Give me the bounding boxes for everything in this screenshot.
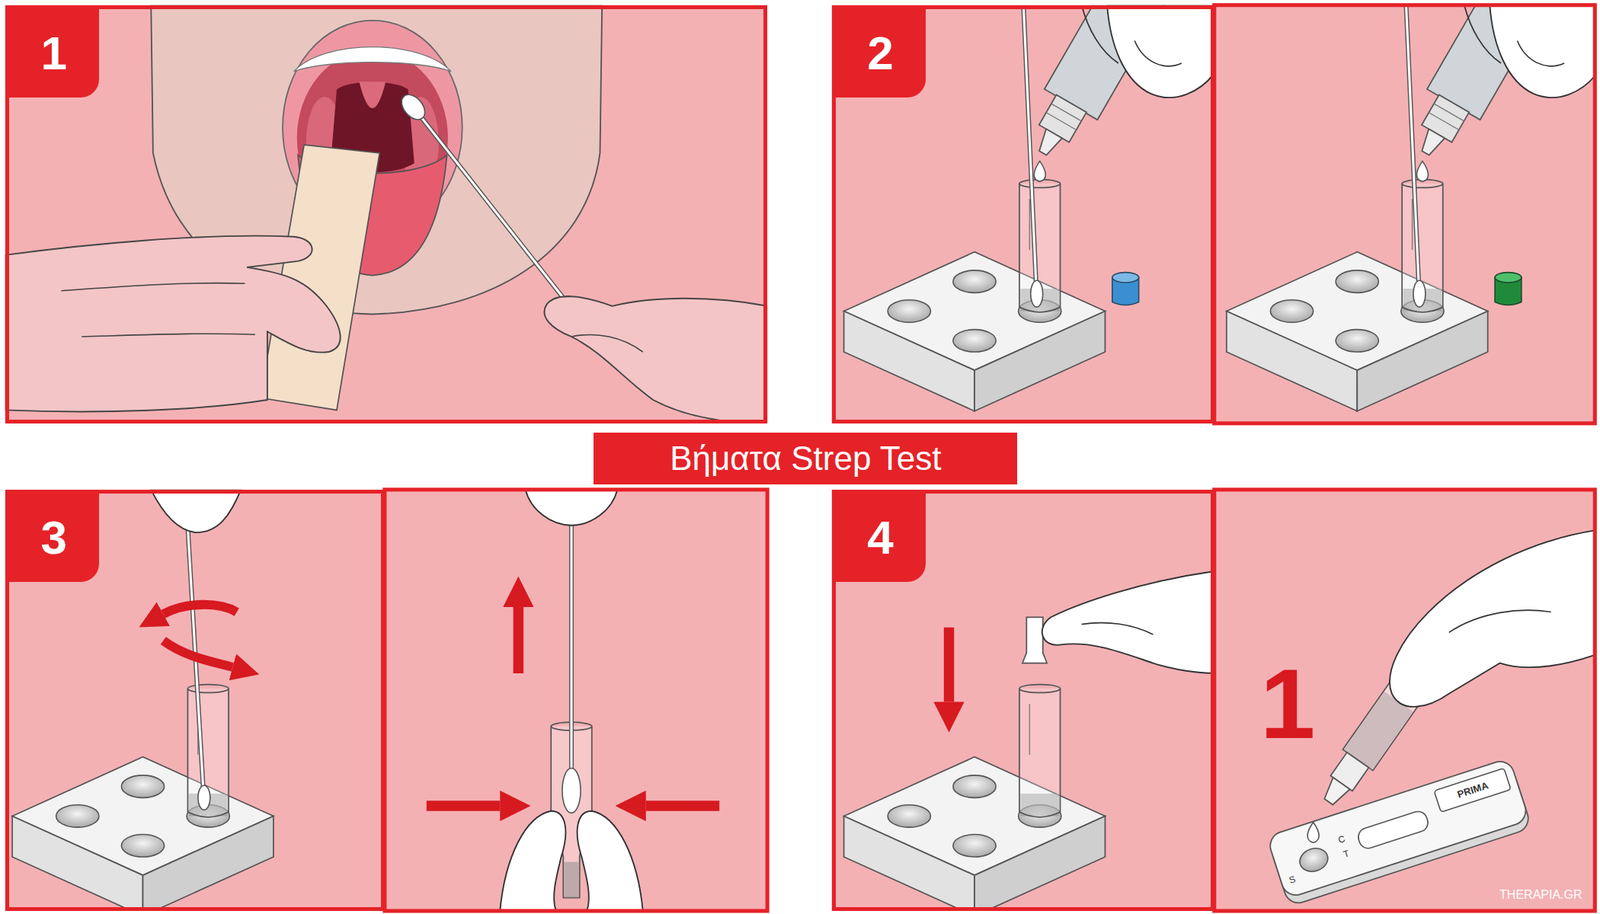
- watermark: THERAPIA.GR: [1499, 889, 1582, 902]
- step-callout-number: 1: [1260, 654, 1316, 754]
- test-cassette-figure: [1266, 530, 1595, 907]
- step-number: 4: [835, 493, 926, 583]
- title-band: Βήματα Strep Test: [593, 432, 1018, 485]
- reagent-drop-figure: [1226, 5, 1595, 412]
- panel-grounds: [5, 5, 1596, 912]
- step-panel: 1: [5, 5, 768, 424]
- sample-well-mark: S: [1288, 874, 1297, 886]
- cap-tube-figure: [844, 571, 1215, 912]
- step-panel: 4: [832, 489, 1215, 912]
- step-number: 2: [835, 9, 926, 98]
- panel-borders: [384, 5, 1595, 912]
- throat-swab-figure: [5, 5, 768, 424]
- step-number: 1: [9, 9, 100, 98]
- test-line-mark: T: [1341, 848, 1351, 860]
- step-panel: 3: [5, 489, 385, 912]
- step-number: 3: [9, 493, 100, 583]
- step-panel: 2: [832, 5, 1215, 424]
- diagram-title: Βήματα Strep Test: [669, 441, 941, 476]
- brand-label: PRIMA: [1456, 780, 1490, 800]
- control-line-mark: C: [1337, 834, 1347, 845]
- squeeze-swab-figure: [426, 489, 720, 912]
